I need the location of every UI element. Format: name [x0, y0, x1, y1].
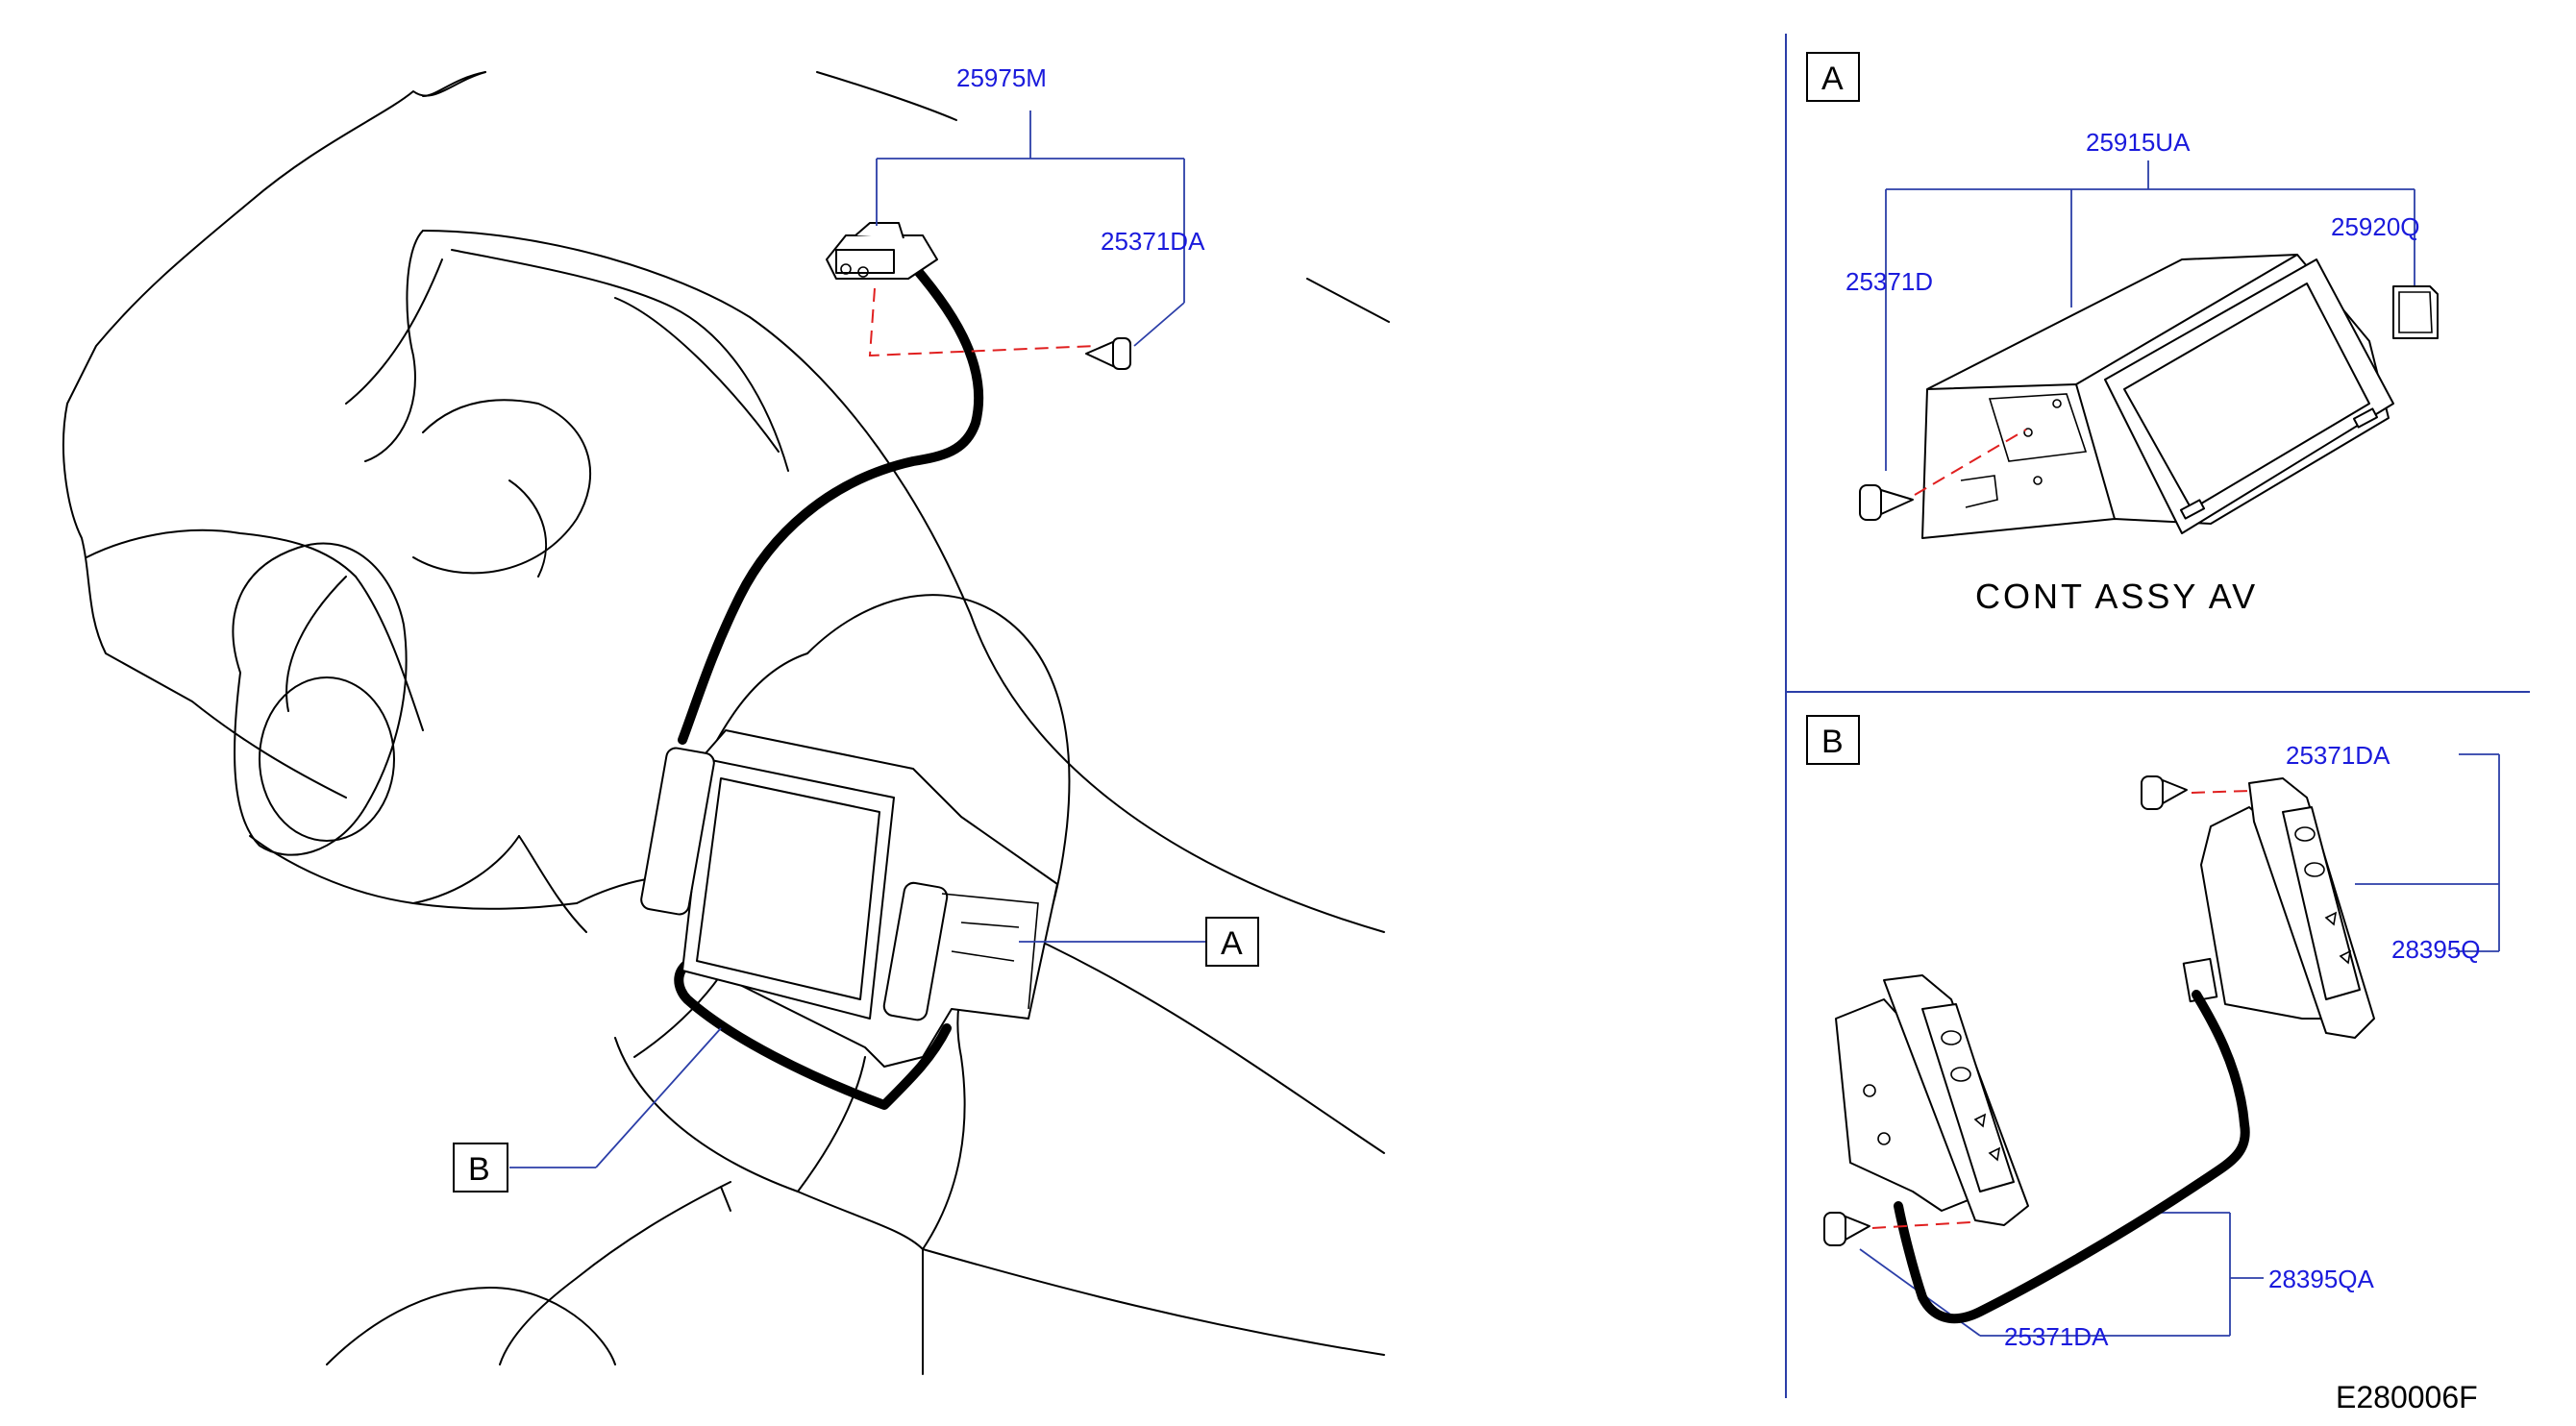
screw-detail-a [1859, 484, 1914, 521]
av-unit-main [640, 729, 1058, 1068]
callout-a-text: A [1221, 925, 1243, 962]
connector-bracket [826, 222, 938, 280]
dashboard-outline [62, 71, 1390, 1375]
leaders-main [509, 111, 1206, 1168]
label-25975M: 25975M [956, 63, 1047, 92]
harness-25975M [674, 250, 984, 1110]
detail-a-box: A [1806, 52, 1860, 102]
label-25915UA: 25915UA [2086, 128, 2191, 157]
switch-28395QA [1835, 974, 2029, 1226]
screw-top [1085, 337, 1131, 370]
detail-a-leaders [1885, 160, 2415, 471]
label-28395QA: 28395QA [2268, 1265, 2375, 1293]
label-25371DA-main: 25371DA [1101, 227, 1205, 256]
label-25371D: 25371D [1845, 267, 1933, 296]
screw-b-upper [2141, 775, 2188, 810]
sd-card [2392, 285, 2439, 339]
harness-28395QA [1894, 990, 2250, 1324]
detail-b-box: B [1806, 715, 1860, 765]
screw-b-lower [1823, 1212, 1870, 1246]
label-25371DA-upper: 25371DA [2286, 741, 2390, 770]
detail-b-box-text: B [1821, 724, 1844, 760]
callout-b-text: B [468, 1151, 490, 1188]
label-28395Q: 28395Q [2391, 935, 2481, 964]
diagram-reference: E280006F [2336, 1380, 2478, 1414]
label-25371DA-lower: 25371DA [2004, 1322, 2109, 1351]
switch-28395Q [2182, 777, 2375, 1039]
callout-b-main: B [453, 1143, 508, 1192]
label-25920Q: 25920Q [2331, 212, 2420, 241]
av-unit-detail [1921, 254, 2394, 539]
callout-a-main: A [1205, 917, 1259, 967]
detail-a-title: CONT ASSY AV [1975, 577, 2258, 616]
detail-a-box-text: A [1821, 61, 1844, 97]
